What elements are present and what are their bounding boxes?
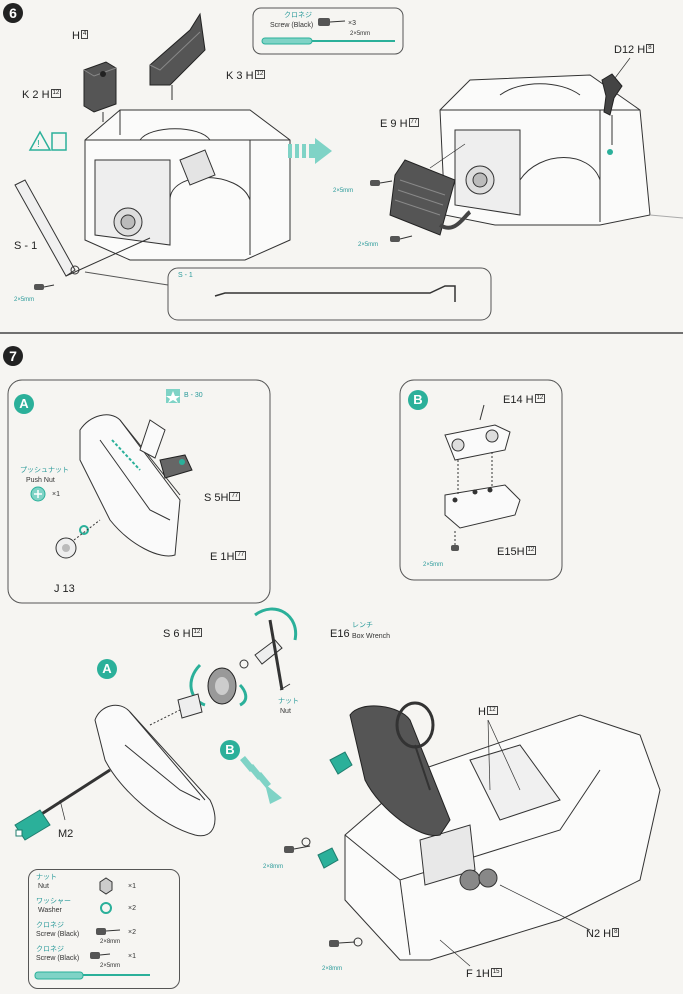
direction-arrow-icon: [288, 138, 332, 164]
legend-nut-jp: ナット: [36, 874, 57, 881]
legend-washer-en: Washer: [38, 907, 62, 914]
label-s1-box: S - 1: [178, 272, 193, 279]
panel-b-badge: B: [408, 390, 428, 410]
body-shell-right: [439, 74, 683, 226]
assembly-a-badge: A: [97, 659, 117, 679]
legend-washer-count: ×2: [128, 905, 136, 912]
screw-icon: [34, 284, 55, 290]
panel-a-box: [7, 379, 271, 604]
svg-text:!: !: [37, 139, 40, 150]
screw-en-label: Screw (Black): [270, 22, 314, 29]
push-nut-jp: プッシュナット: [20, 467, 69, 474]
size-label: 2×8mm: [322, 966, 343, 972]
part-s5: [159, 454, 193, 479]
legend-nut-count: ×1: [128, 883, 136, 890]
wrench-en: Box Wrench: [352, 633, 390, 640]
push-nut-en: Push Nut: [26, 477, 55, 484]
legend-screw8-jp: クロネジ: [36, 922, 64, 929]
direction-arrow-icon: [240, 756, 282, 804]
part-d12: [601, 73, 623, 155]
nut-en: Nut: [280, 708, 291, 715]
part-s6-wheel: [189, 663, 248, 707]
body-shell-left: [84, 109, 291, 261]
part-e1-dashboard: [79, 414, 181, 557]
push-nut-icon: [30, 486, 46, 502]
legend-screw5-count: ×1: [128, 953, 136, 960]
legend-nut-en: Nut: [38, 883, 49, 890]
assembly-b-badge: B: [220, 740, 240, 760]
size-label: 2×8mm: [263, 864, 284, 870]
wrench-jp: レンチ: [352, 622, 373, 629]
step-number: 7: [3, 346, 23, 366]
part-s1-rod: [14, 179, 151, 277]
push-nut-count: ×1: [52, 491, 60, 498]
part-e15: [444, 452, 521, 529]
step-number: 6: [3, 3, 23, 23]
part-h4: [83, 61, 117, 122]
ref-label: B - 30: [184, 392, 203, 399]
panel-b-box: [399, 379, 563, 581]
caution-icon: !: [28, 130, 67, 151]
nut-jp: ナット: [278, 698, 299, 705]
part-e16-box-wrench: [239, 607, 298, 691]
screw-icon: [451, 530, 459, 551]
hardware-legend: [28, 869, 180, 989]
panel-a-badge: A: [14, 394, 34, 414]
screw-icon: [284, 837, 363, 947]
size-label: 2×5mm: [14, 297, 35, 303]
part-j13: [55, 519, 101, 559]
legend-icons: [34, 877, 150, 980]
label-e16: E16: [330, 628, 350, 640]
star-ref-icon: [166, 389, 180, 403]
screw-legend-box: [252, 7, 404, 55]
leader-lines: [59, 57, 631, 967]
label-s1: S - 1: [14, 240, 38, 252]
screw-count: ×3: [348, 20, 356, 27]
part-spacer: [149, 693, 203, 726]
screw-size: 2×5mm: [350, 31, 371, 37]
part-e14: [444, 404, 511, 461]
size-label: 2×5mm: [333, 188, 354, 194]
size-label: 2×5mm: [358, 242, 379, 248]
legend-screw5-jp: クロネジ: [36, 946, 64, 953]
legend-screw8-size: 2×8mm: [100, 939, 121, 945]
part-e9-radiator: [389, 159, 472, 236]
part-e1-assembled: [94, 704, 216, 837]
legend-screw5-en: Screw (Black): [36, 955, 80, 962]
s1-reference-box: [84, 267, 492, 321]
legend-screw8-en: Screw (Black): [36, 931, 80, 938]
part-k3: [149, 12, 206, 100]
legend-screw8-count: ×2: [128, 929, 136, 936]
legend-screw5-size: 2×5mm: [100, 963, 121, 969]
part-m2-column: [14, 768, 111, 841]
size-label: 2×5mm: [423, 562, 444, 568]
label-j13: J 13: [54, 583, 75, 595]
legend-washer-jp: ワッシャー: [36, 898, 71, 905]
steering-assembly: [317, 701, 451, 869]
screw-icon: [370, 180, 413, 242]
label-m2: M2: [58, 828, 74, 840]
screw-jp-label: クロネジ: [284, 12, 312, 19]
